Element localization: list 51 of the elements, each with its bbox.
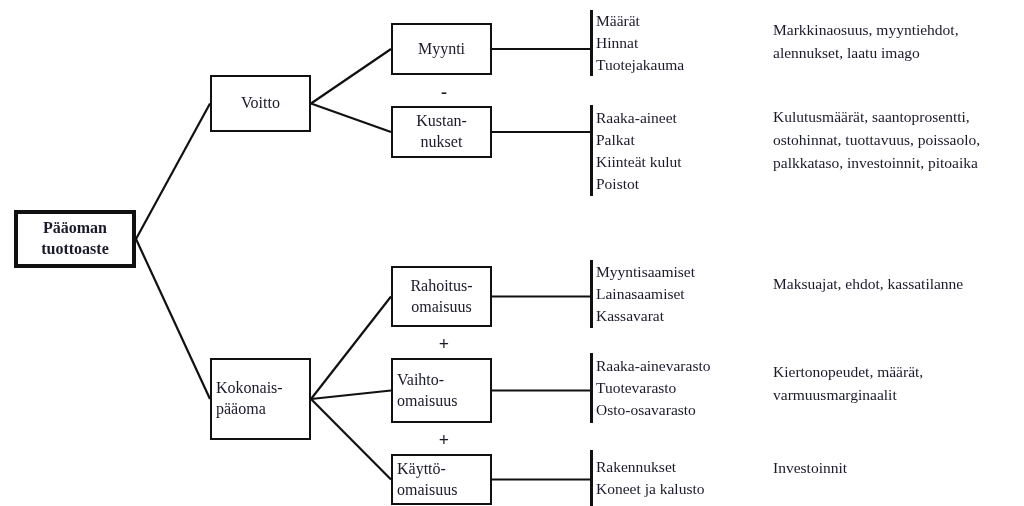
operator-sign: + <box>437 431 451 449</box>
note-text: Kulutusmäärät, saantoprosentti, ostohinnat, tuottavuus, poissaolo, palkkataso, investoinnit, pitoaika <box>773 107 982 173</box>
connector-line <box>492 47 590 51</box>
list-item: Poistot <box>596 173 641 194</box>
list-item: Raaka-ainevarasto <box>596 356 712 376</box>
list-item: Lainasaamiset <box>596 284 686 304</box>
box <box>210 75 311 132</box>
connector-line <box>310 295 392 400</box>
connector-line <box>492 295 590 298</box>
connector-line <box>135 238 211 400</box>
connector-line <box>310 48 392 105</box>
box-label: Kustan-nukset <box>415 111 468 152</box>
box-label: Rahoitus-omaisuus <box>409 275 474 317</box>
box <box>391 358 492 423</box>
list-item: Kiinteät kulut <box>596 151 683 172</box>
connector-line <box>310 398 392 481</box>
note-text: Kiertonopeudet, määrät, varmuusmarginaalit <box>773 362 925 405</box>
connector-line <box>310 389 392 401</box>
list-item: Tuotejakauma <box>596 55 686 75</box>
note-text: Markkinaosuus, myyntiehdot, alennukset, laatu imago <box>773 20 960 63</box>
box <box>391 23 492 75</box>
note-text: Maksuajat, ehdot, kassatilanne <box>773 274 965 294</box>
connector-line <box>492 478 590 481</box>
box-label: Pääoman tuottoaste <box>40 218 110 259</box>
list-item: Myyntisaamiset <box>596 262 697 282</box>
box-label: Voitto <box>241 93 280 114</box>
list-item: Palkat <box>596 129 636 150</box>
box <box>391 454 492 505</box>
list-item: Rakennukset <box>596 457 678 477</box>
operator-sign: + <box>437 335 451 353</box>
list-item: Tuotevarasto <box>596 378 678 398</box>
box-label: Vaihto-omaisuus <box>397 369 459 411</box>
connector-line <box>135 102 211 240</box>
box-label: Kokonais-pääoma <box>216 378 284 420</box>
box <box>14 210 136 268</box>
list-item: Osto-osavarasto <box>596 400 697 420</box>
list-item: Kassavarat <box>596 306 665 326</box>
list-item: Raaka-aineet <box>596 107 678 128</box>
box <box>391 266 492 327</box>
box-label: Myynti <box>417 38 466 60</box>
box <box>391 106 492 158</box>
operator-sign: - <box>440 83 448 101</box>
note-text: Investoinnit <box>773 458 849 478</box>
box-label: Käyttö-omaisuus <box>397 458 459 500</box>
connector-line <box>492 130 590 134</box>
list-item: Hinnat <box>596 33 640 53</box>
box <box>210 358 311 440</box>
connector-line <box>310 102 392 134</box>
list-item: Määrät <box>596 11 641 31</box>
list-item: Koneet ja kalusto <box>596 479 706 499</box>
connector-line <box>492 389 590 392</box>
